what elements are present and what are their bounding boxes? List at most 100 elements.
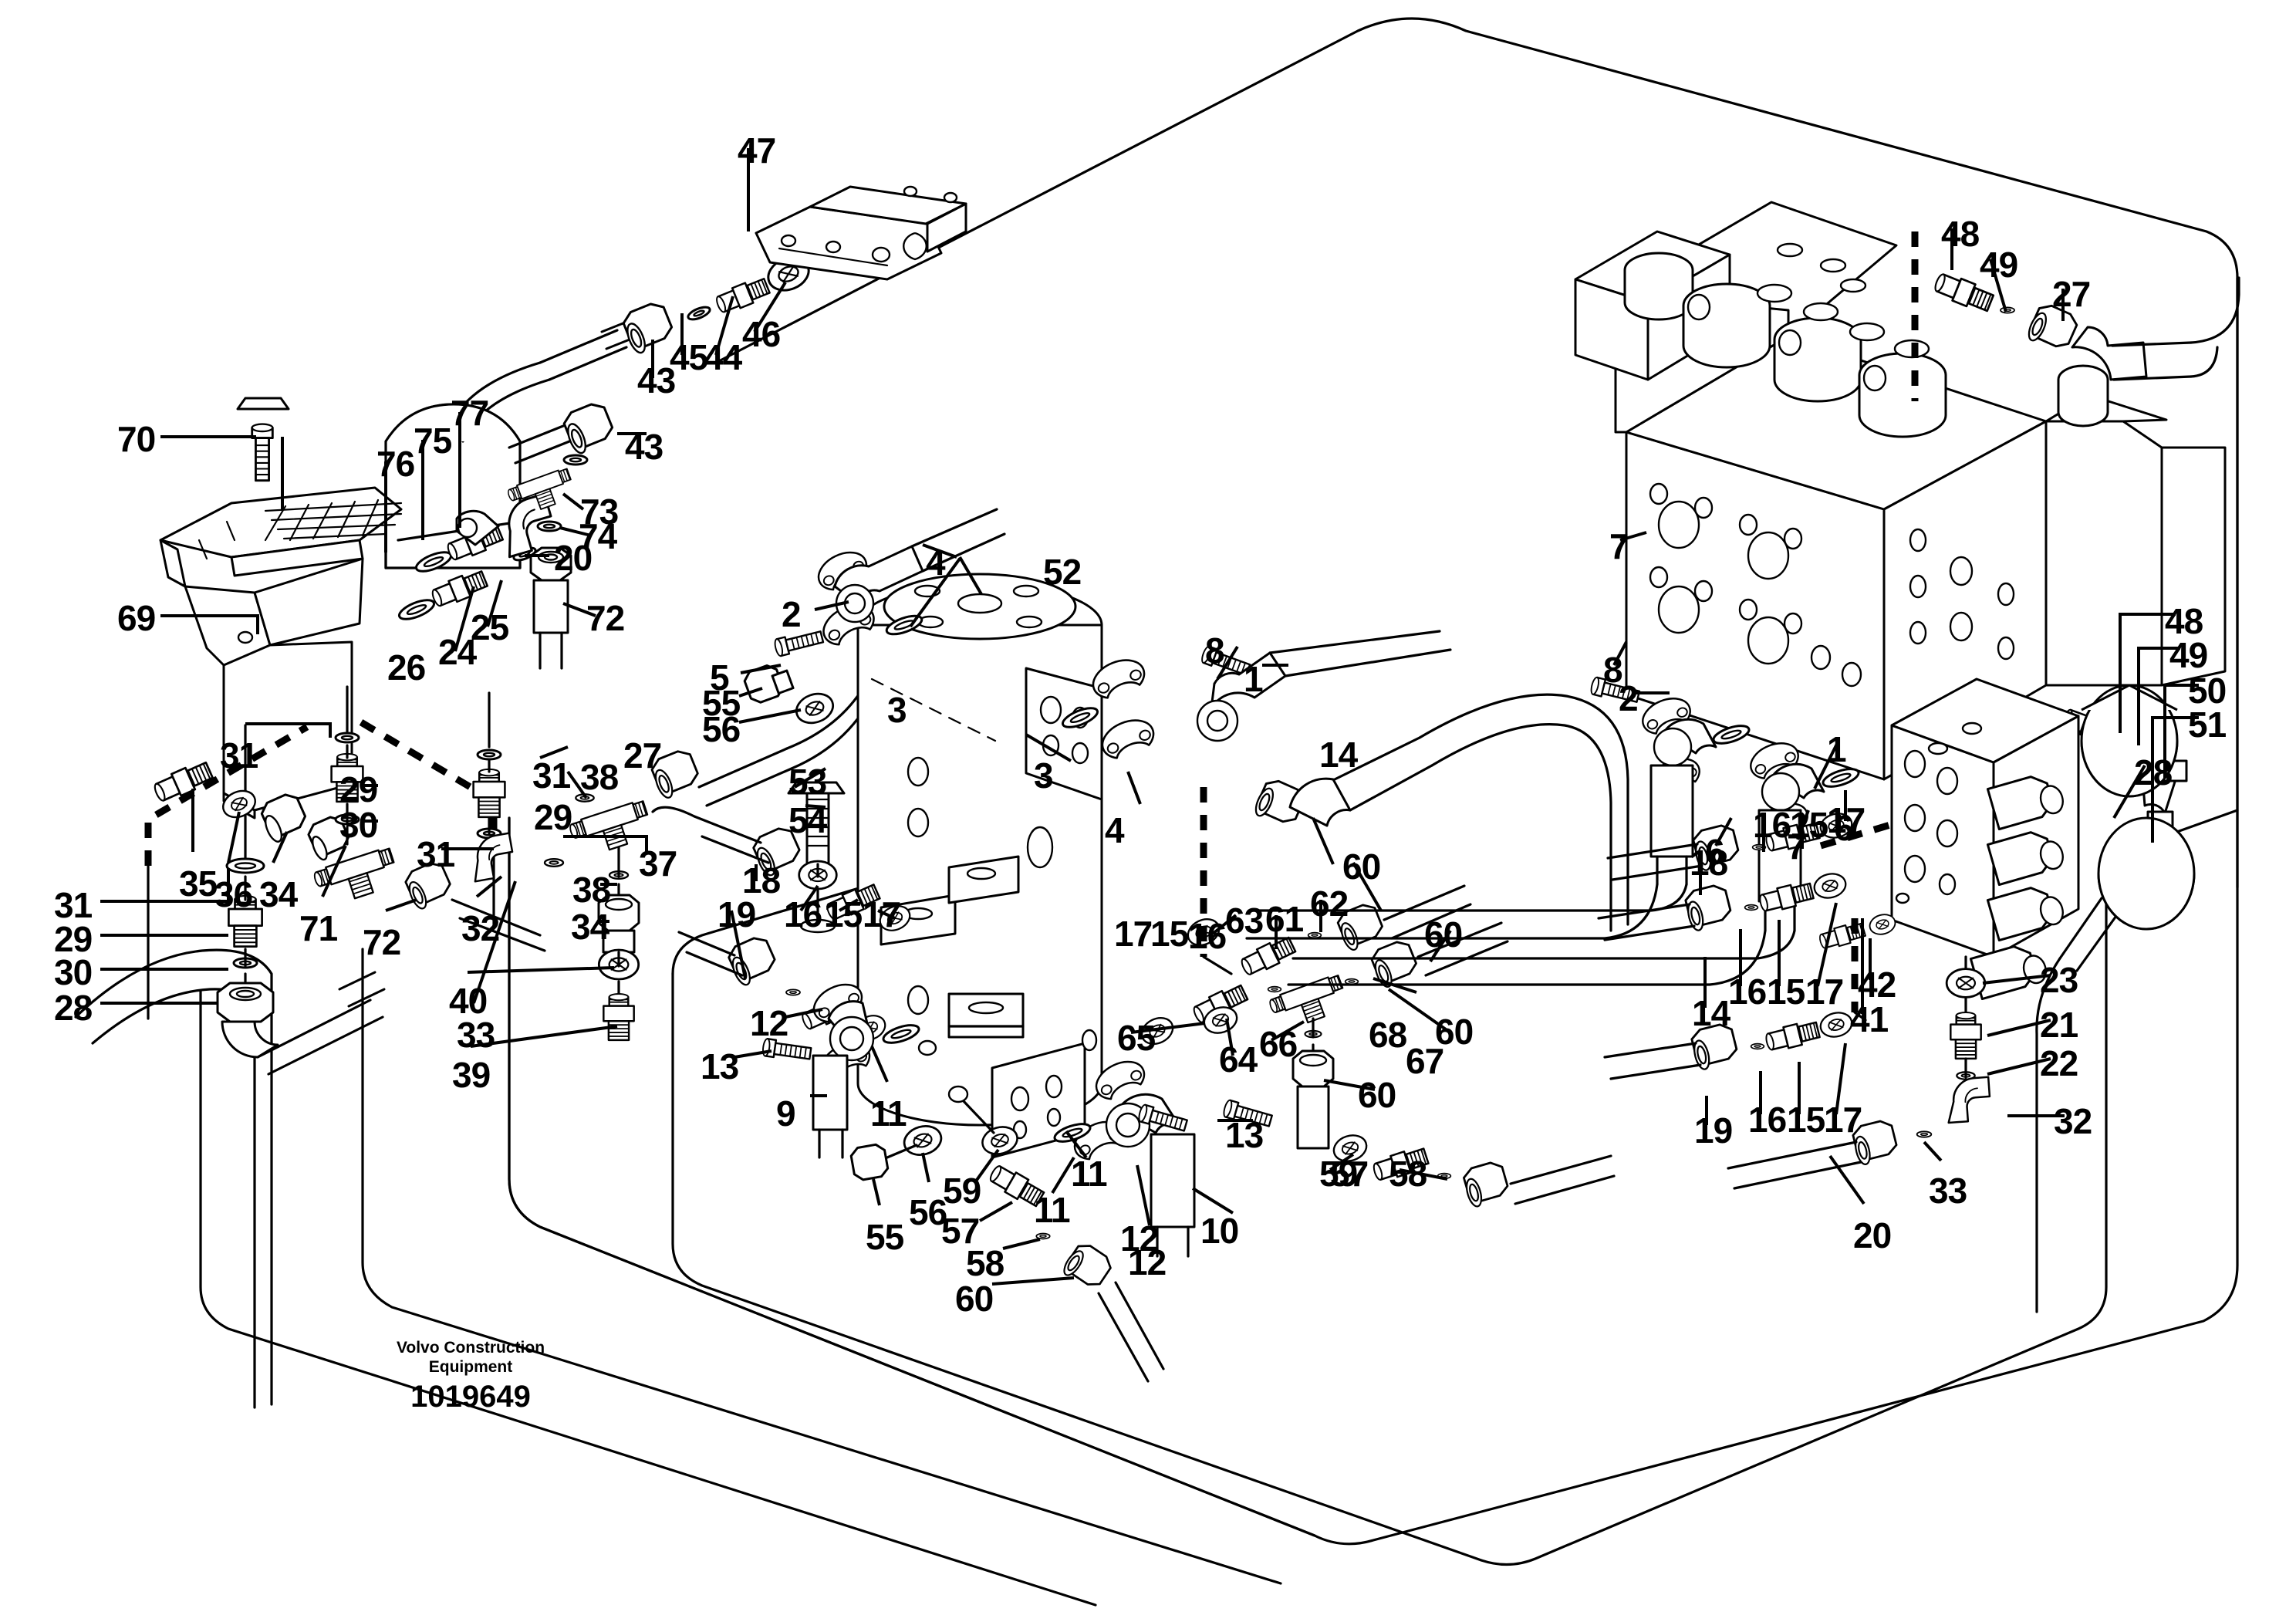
callout-49: 49: [2169, 635, 2208, 675]
callout-17: 17: [863, 894, 901, 934]
callout-67: 67: [1406, 1041, 1444, 1081]
callout-29: 29: [54, 919, 93, 959]
callout-14: 14: [1319, 735, 1358, 775]
callout-45: 45: [670, 337, 708, 377]
callout-2: 2: [1619, 678, 1639, 718]
callout-68: 68: [1369, 1015, 1407, 1055]
callout-62: 62: [1310, 884, 1349, 924]
fitting-row-35-36-34: [150, 758, 350, 861]
callout-47: 47: [738, 130, 776, 171]
callout-49: 49: [1980, 245, 2018, 285]
callout-33: 33: [1929, 1171, 1967, 1211]
callout-4: 4: [926, 542, 946, 583]
callout-30: 30: [54, 952, 93, 992]
callout-16: 16: [784, 894, 822, 934]
callout-46: 46: [742, 314, 781, 354]
callout-15: 15: [1150, 914, 1189, 954]
callout-7: 7: [1609, 526, 1629, 566]
callout-9: 9: [776, 1093, 796, 1134]
callout-8: 8: [1205, 630, 1225, 671]
callout-20: 20: [1853, 1215, 1892, 1255]
callout-60: 60: [1424, 914, 1463, 955]
callout-31: 31: [220, 735, 258, 776]
callout-32: 32: [2054, 1101, 2092, 1141]
callout-15: 15: [1790, 805, 1828, 845]
callout-37: 37: [639, 843, 677, 884]
callout-77: 77: [451, 393, 489, 433]
callout-11: 11: [870, 1093, 907, 1134]
callout-13: 13: [1225, 1115, 1264, 1155]
pedal-assembly: [159, 397, 589, 819]
callout-28: 28: [2134, 752, 2173, 792]
callout-56: 56: [702, 709, 741, 749]
callout-28: 28: [54, 988, 93, 1028]
callout-15: 15: [824, 894, 863, 934]
callout-48: 48: [2165, 601, 2203, 641]
callout-12: 12: [1120, 1218, 1159, 1259]
callout-24: 24: [438, 632, 477, 672]
callout-55: 55: [866, 1217, 904, 1257]
callout-41: 41: [1850, 999, 1889, 1039]
callout-29: 29: [339, 769, 378, 809]
hose-to-bracket-47: [539, 185, 967, 381]
callout-14: 14: [1692, 993, 1730, 1033]
callout-17: 17: [1805, 972, 1844, 1012]
callout-60: 60: [955, 1279, 994, 1319]
callout-72: 72: [586, 598, 625, 638]
callout-53: 53: [788, 762, 827, 802]
callout-71: 71: [299, 908, 338, 948]
callout-43: 43: [625, 427, 663, 467]
callout-59: 59: [943, 1171, 981, 1211]
swivel-top-left-port: [772, 508, 1006, 658]
callout-74: 74: [579, 516, 617, 556]
right-mid-fitting-bank: [1136, 884, 1616, 1209]
callout-58: 58: [966, 1243, 1004, 1283]
fitting-stack-left-a: [216, 724, 386, 1076]
callout-64: 64: [1219, 1039, 1258, 1080]
callout-16: 16: [1728, 972, 1767, 1012]
callout-66: 66: [1259, 1024, 1298, 1064]
callout-12: 12: [1128, 1242, 1167, 1282]
callout-7: 7: [1787, 826, 1807, 867]
callout-3: 3: [887, 690, 907, 730]
callout-38: 38: [572, 870, 611, 910]
callout-13: 13: [701, 1046, 739, 1086]
callout-39: 39: [452, 1055, 491, 1095]
callout-17: 17: [1824, 1100, 1862, 1140]
callout-18: 18: [1690, 843, 1728, 883]
swivel-joint-52: [856, 573, 1103, 1159]
callout-60: 60: [1342, 846, 1381, 887]
callout-20: 20: [554, 538, 593, 578]
callout-54: 54: [788, 800, 827, 840]
callout-16: 16: [1753, 805, 1791, 845]
callout-76: 76: [376, 444, 415, 484]
callout-34: 34: [259, 874, 298, 914]
callout-40: 40: [449, 981, 488, 1021]
callout-75: 75: [414, 421, 452, 461]
manufacturer-line-2: Equipment: [428, 1357, 513, 1376]
leader-lines: [100, 148, 2199, 1286]
callout-70: 70: [117, 419, 156, 459]
callout-25: 25: [471, 607, 509, 647]
callout-38: 38: [580, 757, 619, 797]
callout-11: 11: [1034, 1190, 1071, 1230]
callout-19: 19: [718, 894, 756, 934]
callout-15: 15: [1767, 972, 1805, 1012]
secondary-valve-block: [1727, 678, 2196, 1190]
callout-60: 60: [1358, 1075, 1396, 1115]
callout-1: 1: [1244, 659, 1264, 699]
callout-16: 16: [1748, 1100, 1787, 1140]
callout-16: 16: [1188, 916, 1227, 956]
tee-37-stack: [567, 670, 881, 1042]
callout-33: 33: [457, 1015, 495, 1055]
swivel-left-mid-ports: [651, 806, 915, 1046]
frame-outline-inner-floor: [671, 840, 2108, 1566]
plug-lower-group: [849, 1085, 1165, 1383]
plug-55-56-upper: [743, 664, 839, 729]
callout-18: 18: [742, 860, 781, 901]
callout-52: 52: [1043, 552, 1082, 592]
bolt-53-washer-54: [787, 781, 846, 934]
callout-69: 69: [117, 598, 156, 638]
